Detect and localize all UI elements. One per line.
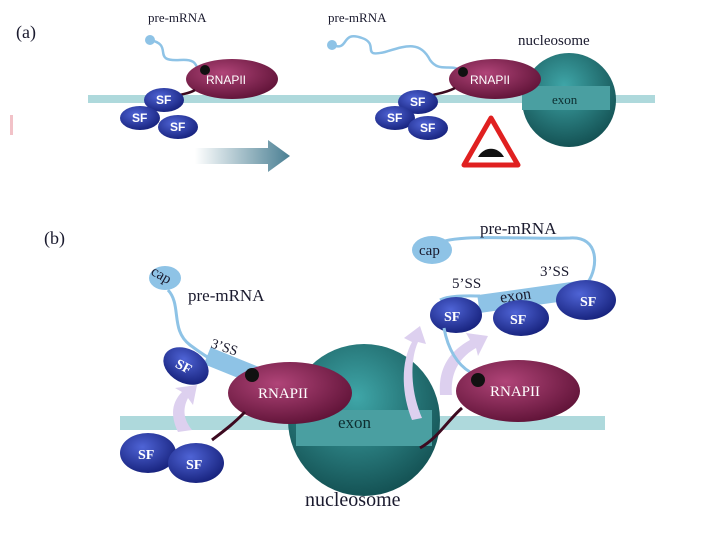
sf-label: SF	[156, 93, 171, 107]
sf-label: SF	[138, 448, 154, 463]
complex-b-right: pre-mRNA cap 5’SS 3’SS exon SF SF SF RNA…	[403, 219, 616, 450]
cap-shape	[149, 266, 181, 290]
exon-label: exon	[552, 92, 578, 107]
release-arrow-icon	[439, 333, 488, 395]
active-site-dot	[200, 65, 210, 75]
exon-wrap	[522, 86, 610, 110]
cap-dot	[145, 35, 155, 45]
panel-a-label: (a)	[16, 22, 36, 43]
complex-a-left: pre-mRNA RNAPII SF SF SF	[120, 10, 278, 139]
sf-label: SF	[580, 295, 596, 310]
sf-label: SF	[410, 95, 425, 109]
ss3-label: 3’SS	[540, 264, 569, 280]
cap-label: cap	[419, 243, 440, 259]
pre-mrna-label: pre-mRNA	[480, 219, 557, 238]
intron-link	[439, 294, 481, 302]
warning-triangle-icon	[461, 115, 521, 168]
rnapii-body	[456, 360, 580, 422]
sf-label: SF	[132, 111, 147, 125]
sf-protein	[168, 443, 224, 483]
sf-label: SF	[510, 313, 526, 328]
sf-protein	[493, 300, 549, 336]
sf-label: SF	[186, 458, 202, 473]
pre-mrna-strand	[442, 327, 471, 374]
ctd-tail	[211, 410, 247, 442]
dna-strand-a	[88, 95, 655, 103]
sf-label: SF	[420, 121, 435, 135]
pre-mrna-strand	[331, 35, 463, 73]
pre-mrna-strand	[432, 236, 596, 283]
pre-mrna-label: pre-mRNA	[148, 10, 207, 25]
sf-label: SF	[444, 310, 460, 325]
sf-protein	[120, 433, 176, 473]
sf-protein	[375, 106, 415, 130]
sf-protein	[120, 106, 160, 130]
sf-protein	[158, 115, 198, 139]
ss5-label: 5’SS	[452, 276, 481, 292]
active-site-dot	[245, 368, 259, 382]
sf-protein	[430, 297, 482, 333]
rnapii-label: RNAPII	[206, 73, 246, 87]
pre-mrna-label: pre-mRNA	[328, 10, 387, 25]
complex-a-right: pre-mRNA nucleosome exon RNAPII SF SF SF	[327, 10, 616, 147]
ctd-tail	[419, 406, 463, 450]
sf-protein	[398, 90, 438, 114]
pre-mrna-label: pre-mRNA	[188, 286, 265, 305]
sf-protein	[408, 116, 448, 140]
panel-b-label: (b)	[44, 228, 65, 249]
recruit-arrow-icon	[173, 385, 197, 432]
sf-label: SF	[172, 357, 193, 378]
rnapii-label: RNAPII	[258, 386, 308, 402]
sf-protein	[144, 88, 184, 112]
sf-label: SF	[387, 111, 402, 125]
active-site-dot	[471, 373, 485, 387]
exon-label: exon	[338, 413, 372, 432]
direction-arrow-icon	[195, 140, 290, 172]
nucleosome-label: nucleosome	[305, 489, 401, 511]
rnapii-body	[449, 59, 541, 99]
sf-label: SF	[170, 120, 185, 134]
sf-protein	[163, 347, 209, 385]
complex-b-left: cap pre-mRNA 3’SS SF RNAPII SF SF	[120, 264, 352, 483]
sf-protein	[556, 280, 616, 320]
rnapii-label: RNAPII	[470, 73, 510, 87]
rnapii-label: RNAPII	[490, 384, 540, 400]
cap-shape	[412, 236, 452, 264]
margin-mark	[10, 115, 13, 135]
active-site-dot	[458, 67, 468, 77]
nucleosome-label: nucleosome	[518, 33, 590, 49]
rnapii-body	[228, 362, 352, 424]
release-arrow-icon	[403, 326, 426, 420]
cap-dot	[327, 40, 337, 50]
